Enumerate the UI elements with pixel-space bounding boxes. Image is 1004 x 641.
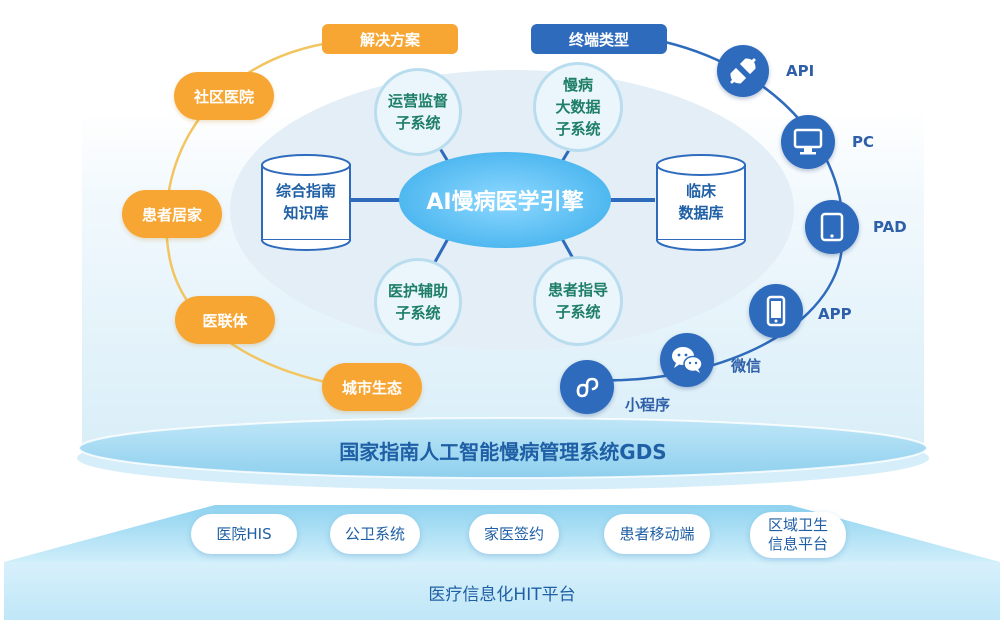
solution-community-hospital[interactable]: 社区医院 [174,72,274,120]
engine-core [399,152,611,248]
plug-icon [730,58,756,84]
mini-program-button[interactable] [560,360,614,414]
hit-base-front [4,562,1000,620]
hit-item-public-health[interactable]: 公卫系统 [330,514,420,554]
terminals-title: 终端类型 [531,24,667,54]
pad-label: PAD [873,218,907,236]
mini-program-label: 小程序 [625,396,671,414]
monitor-icon [793,128,823,155]
solution-home-patient[interactable]: 患者居家 [122,190,222,238]
gds-platform-title: 国家指南人工智能慢病管理系统GDS [339,439,667,464]
wechat-icon [672,347,703,373]
subsystem-care-assistant[interactable]: 医护辅助 子系统 [374,258,462,346]
subsystem-operation-supervision[interactable]: 运营监督 子系统 [374,68,462,156]
mini-program-icon [576,377,599,398]
hit-item-patient-mobile[interactable]: 患者移动端 [604,514,710,554]
solutions-title: 解决方案 [322,24,458,54]
hit-item-hospital-his[interactable]: 医院HIS [191,514,297,554]
wechat-button[interactable] [660,333,714,387]
engine-title: AI慢病医学引擎 [426,190,584,215]
hit-item-regional-health[interactable]: 区域卫生 信息平台 [750,512,846,558]
gds-disc-rim [78,417,928,479]
api-button[interactable] [717,45,769,97]
hit-item-family-doctor[interactable]: 家医签约 [469,514,559,554]
subsystem-chronic-bigdata[interactable]: 慢病 大数据 子系统 [533,62,623,152]
wechat-label: 微信 [731,357,762,375]
knowledge-base-label: 综合指南 知识库 [275,182,336,222]
clinical-database-label: 临床 数据库 [678,182,724,222]
pad-button[interactable] [805,200,859,254]
hit-platform-title: 医疗信息化HIT平台 [428,584,576,605]
solution-city-ecosystem[interactable]: 城市生态 [322,363,422,411]
phone-icon [766,295,786,327]
subsystem-patient-guidance[interactable]: 患者指导 子系统 [533,256,623,346]
database-cylinder-left [261,154,351,251]
database-cylinder-right [656,154,746,251]
gds-disc [79,418,927,478]
app-button[interactable] [749,284,803,338]
app-label: APP [818,305,852,323]
pc-label: PC [852,133,875,151]
pc-button[interactable] [781,115,835,169]
solution-medical-alliance[interactable]: 医联体 [175,296,275,344]
tablet-icon [820,212,844,242]
api-label: API [786,62,815,80]
